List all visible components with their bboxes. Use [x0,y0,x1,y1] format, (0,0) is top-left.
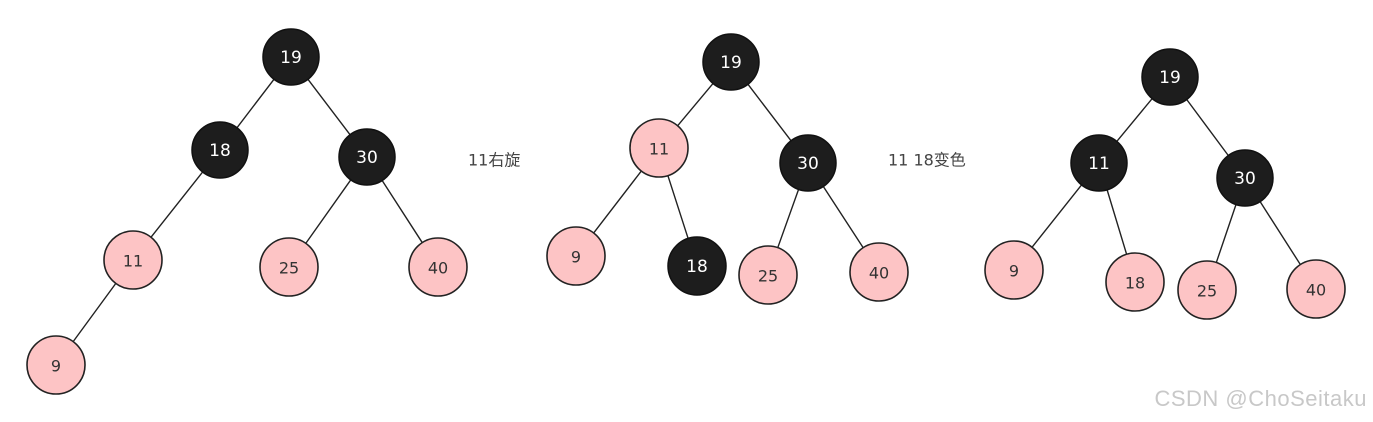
node-label: 9 [51,357,61,376]
node-circle-red [849,242,909,302]
node-label: 18 [1125,274,1145,293]
node-circle-red [103,230,163,290]
edges-layer [71,76,1303,344]
node-label: 40 [428,259,448,278]
node-label: 25 [758,267,778,286]
node-label: 11 [649,140,669,159]
node-label: 40 [869,264,889,283]
tree-after-rotation-node-40: 40 [849,242,909,302]
node-label: 9 [1009,262,1019,281]
node-label: 19 [720,53,742,73]
tree-after-recolor-node-11: 11 [1070,134,1128,192]
node-label: 30 [797,154,819,174]
node-circle-red [1105,252,1165,312]
tree-before-node-11: 11 [103,230,163,290]
tree-before-node-40: 40 [408,237,468,297]
node-circle-black [1070,134,1128,192]
tree-after-recolor-node-18: 18 [1105,252,1165,312]
tree-before-node-30: 30 [338,128,396,186]
tree-after-rotation-node-9: 9 [546,226,606,286]
watermark: CSDN @ChoSeitaku [1154,386,1367,411]
tree-after-rotation-edge-n19-n30 [746,81,793,144]
node-label: 40 [1306,281,1326,300]
tree-after-recolor-node-30: 30 [1216,149,1274,207]
node-circle-red [259,237,319,297]
tree-before-edge-n30-n25 [303,177,353,246]
tree-before-edge-n30-n40 [380,178,425,246]
tree-after-rotation-edge-n11-n9 [591,168,644,236]
node-label: 25 [279,259,299,278]
node-circle-red [984,240,1044,300]
tree-after-rotation-edge-n19-n11 [675,81,716,128]
node-label: 9 [571,248,581,267]
tree-after-rotation-node-11: 11 [629,118,689,178]
tree-after-recolor-node-19: 19 [1141,48,1199,106]
node-circle-red [26,335,86,395]
tree-after-recolor-edge-n30-n25 [1214,201,1238,266]
tree-after-rotation-edge-n11-n18 [666,173,690,241]
tree-before-edge-n19-n30 [306,77,352,137]
steps-layer: 11右旋 11 18变色 [468,151,966,170]
node-circle-black [338,128,396,186]
tree-after-recolor-node-9: 9 [984,240,1044,300]
node-label: 19 [280,48,302,68]
node-circle-red [629,118,689,178]
tree-after-recolor-edge-n19-n11 [1114,96,1155,144]
tree-after-recolor-node-25: 25 [1177,260,1237,320]
tree-after-recolor-edge-n30-n40 [1258,199,1303,267]
tree-after-rotation-node-18: 18 [667,236,727,296]
tree-before-node-18: 18 [191,121,249,179]
node-circle-red [546,226,606,286]
node-circle-black [702,33,760,91]
nodes-layer: 19 18 30 11 25 40 9 19 11 30 9 18 25 40 19 11 30 9 18 25 40 [26,28,1346,395]
node-label: 30 [356,148,378,168]
node-label: 30 [1234,169,1256,189]
node-label: 19 [1159,68,1181,88]
tree-after-recolor-edge-n11-n18 [1105,187,1128,257]
tree-after-rotation-edge-n30-n25 [776,186,800,251]
node-circle-black [667,236,727,296]
step-label-right-rotate: 11右旋 [468,151,520,170]
tree-after-rotation-edge-n30-n40 [821,184,865,251]
tree-before-node-19: 19 [262,28,320,86]
node-circle-red [1177,260,1237,320]
node-circle-black [779,134,837,192]
node-label: 18 [209,141,231,161]
node-circle-black [1141,48,1199,106]
tree-before-node-25: 25 [259,237,319,297]
node-label: 25 [1197,282,1217,301]
tree-before-node-9: 9 [26,335,86,395]
node-label: 18 [686,257,708,277]
tree-after-recolor-edge-n11-n9 [1030,182,1084,250]
node-circle-red [1286,259,1346,319]
tree-after-recolor-node-40: 40 [1286,259,1346,319]
node-circle-red [408,237,468,297]
tree-after-rotation-node-30: 30 [779,134,837,192]
node-label: 11 [123,252,143,271]
step-label-recolor: 11 18变色 [888,151,966,170]
tree-before-edge-n19-n18 [235,76,276,131]
node-label: 11 [1088,154,1110,174]
tree-after-recolor-edge-n19-n30 [1184,97,1231,158]
node-circle-black [1216,149,1274,207]
tree-before-edge-n11-n9 [71,281,118,344]
tree-before-edge-n18-n11 [149,169,205,240]
tree-after-rotation-node-19: 19 [702,33,760,91]
node-circle-black [262,28,320,86]
node-circle-black [191,121,249,179]
node-circle-red [738,245,798,305]
tree-after-rotation-node-25: 25 [738,245,798,305]
